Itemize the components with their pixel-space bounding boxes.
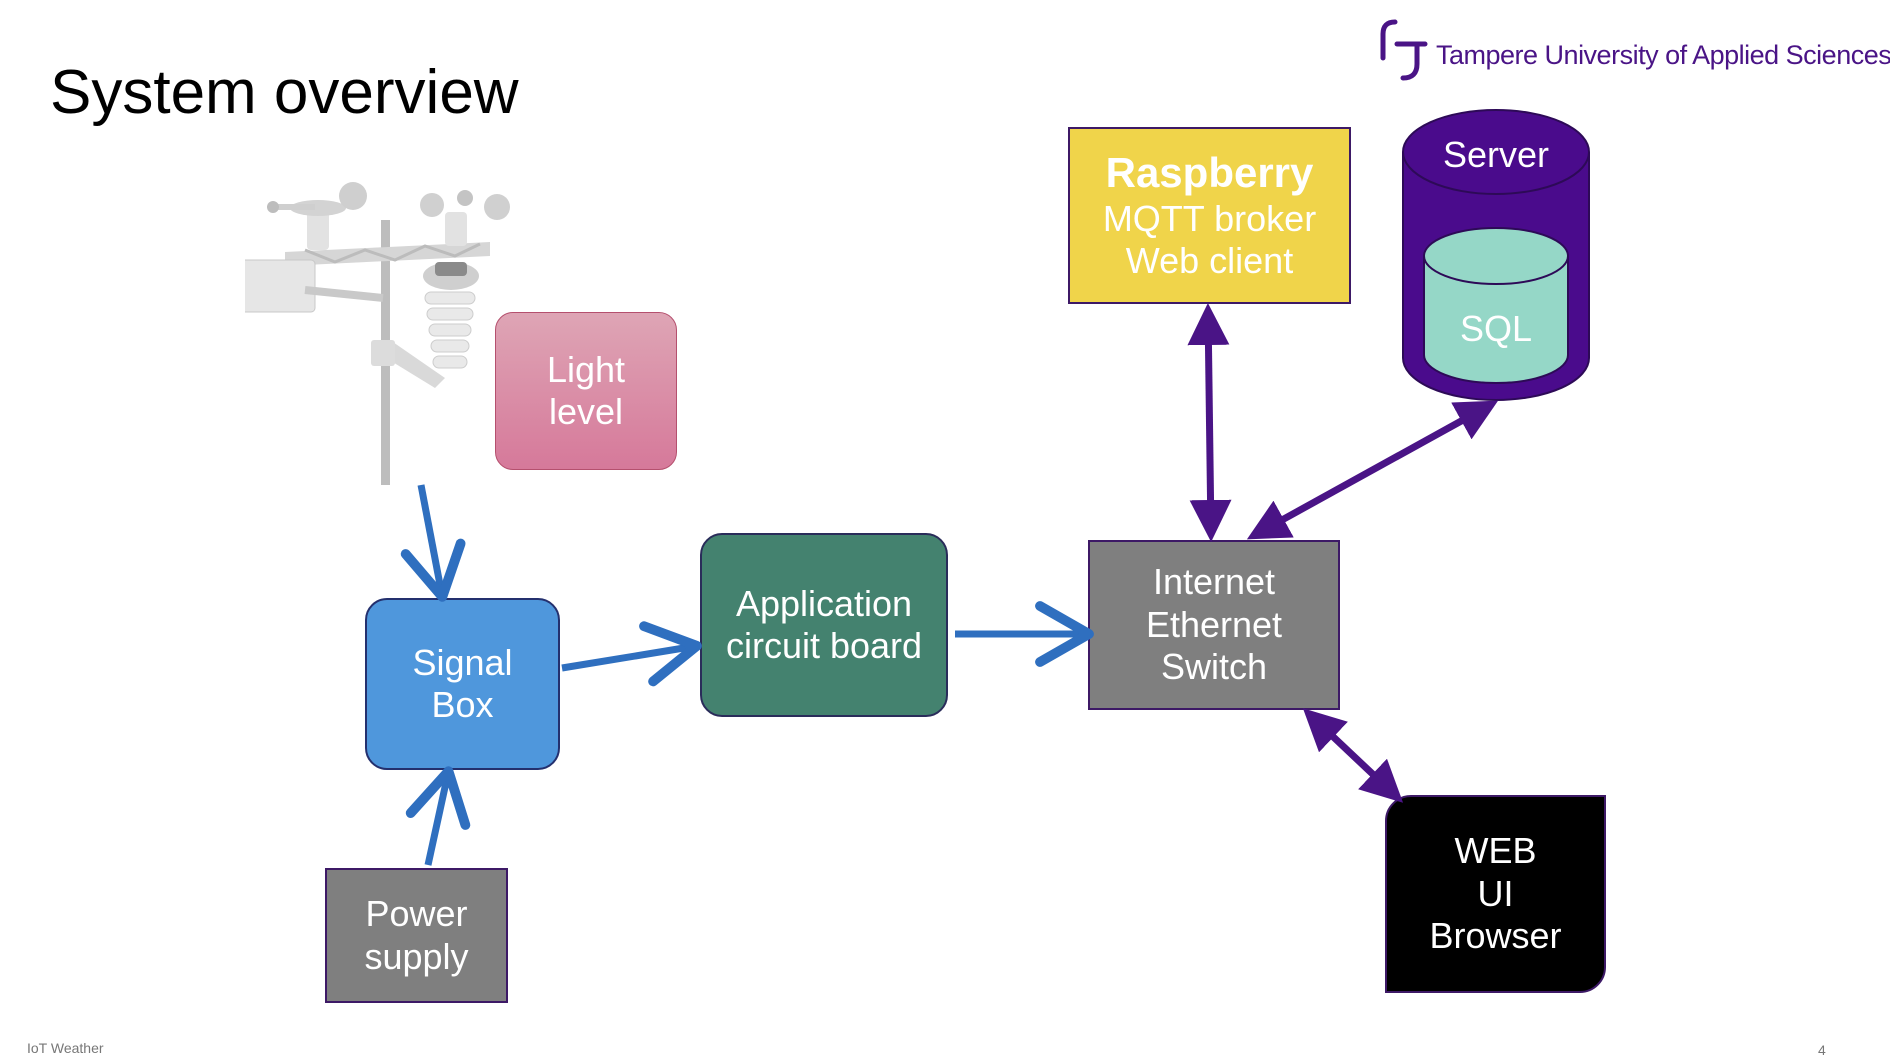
arrow-station-to-signal-box (400, 484, 466, 602)
light-level-label-line-1: Light (546, 348, 626, 390)
signal-box-label-line-1: Signal (412, 641, 513, 683)
logo-mark-icon (1380, 19, 1398, 61)
raspberry-title: Raspberry (1105, 149, 1314, 197)
switch-label-line-2: Ethernet (1145, 603, 1283, 645)
arrow-power-to-signal-box (405, 766, 471, 866)
weather-station-image (245, 180, 535, 485)
page-title: System overview (50, 58, 519, 127)
raspberry-mqtt-label: MQTT broker (1102, 197, 1317, 239)
web-browser-box: WEB UI Browser (1385, 795, 1606, 993)
university-logo (1380, 19, 1428, 81)
arrow-signal-box-to-board (561, 621, 702, 687)
arrow-switch-raspberry (1187, 303, 1232, 542)
signal-box: Signal Box (365, 598, 560, 770)
app-board-label-line-2: circuit board (725, 625, 923, 666)
web-label-line-3: Browser (1429, 915, 1562, 957)
sql-label: SQL (1459, 308, 1533, 349)
app-board-label-line-1: Application (735, 582, 913, 624)
organization-name: Tampere University of Applied Sciences (1436, 40, 1890, 70)
server-label: Server (1442, 134, 1550, 175)
ethernet-switch-box: Internet Ethernet Switch (1088, 540, 1340, 710)
raspberry-box: Raspberry MQTT broker Web client (1068, 127, 1351, 304)
arrow-switch-server (1246, 400, 1499, 540)
application-circuit-board-box: Application circuit board (700, 533, 948, 717)
power-supply-box: Power supply (325, 868, 508, 1003)
footer-label: IoT Weather (27, 1040, 104, 1056)
light-level-label-line-2: level (548, 391, 624, 432)
switch-label-line-3: Switch (1160, 646, 1268, 688)
raspberry-web-client-label: Web client (1125, 240, 1294, 282)
light-level-box: Light level (495, 312, 677, 470)
arrow-switch-web (1302, 708, 1404, 803)
power-supply-label-line-1: Power (365, 893, 468, 935)
switch-label-line-1: Internet (1152, 561, 1276, 603)
web-label-line-2: UI (1477, 872, 1514, 914)
page-number: 4 (1818, 1042, 1826, 1058)
web-label-line-1: WEB (1454, 830, 1537, 872)
server-cylinder (1402, 109, 1590, 401)
power-supply-label-line-2: supply (364, 935, 469, 977)
signal-box-label-line-2: Box (431, 684, 494, 725)
